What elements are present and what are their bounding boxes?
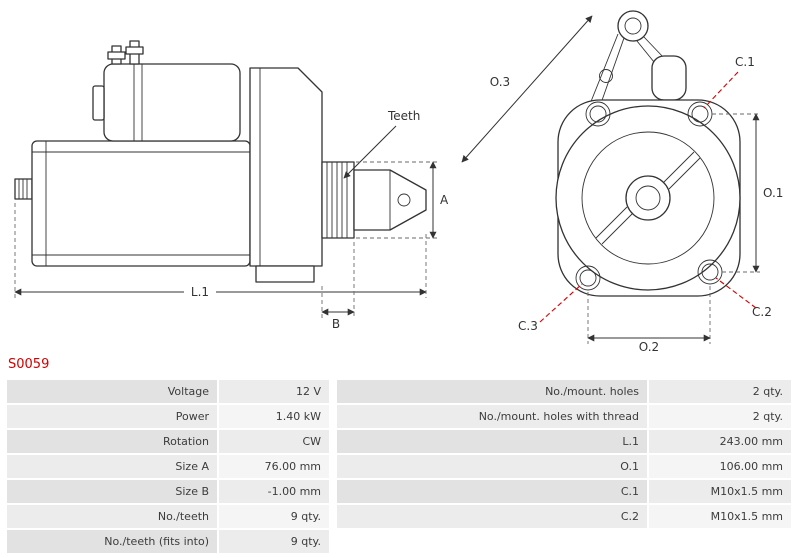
spec-label: Rotation — [7, 430, 217, 453]
dim-label-c1: C.1 — [735, 55, 755, 69]
spec-label: C.1 — [337, 480, 647, 503]
table-row: No./teeth (fits into) 9 qty. — [7, 530, 329, 553]
front-view-dimensions: O.3 C.1 O.1 C.2 C.3 O.2 — [461, 15, 783, 352]
teeth-label: Teeth — [387, 109, 420, 123]
spec-value: M10x1.5 mm — [649, 480, 791, 503]
dim-label-c3: C.3 — [518, 319, 538, 333]
spec-label: Size B — [7, 480, 217, 503]
spec-value: 2 qty. — [649, 405, 791, 428]
spec-value: 9 qty. — [219, 530, 329, 553]
leader-c2 — [715, 277, 757, 309]
spec-label: No./mount. holes — [337, 380, 647, 403]
table-row: Rotation CW — [7, 430, 329, 453]
spec-value: M10x1.5 mm — [649, 505, 791, 528]
solenoid-terminals — [107, 40, 144, 65]
dim-line-o3 — [461, 15, 593, 163]
spec-value: 9 qty. — [219, 505, 329, 528]
spec-tables: Voltage 12 V Power 1.40 kW Rotation CW S… — [0, 378, 800, 555]
spec-value: 243.00 mm — [649, 430, 791, 453]
drive-housing — [249, 67, 323, 267]
center-boss — [625, 175, 671, 221]
teeth-leader-line — [343, 125, 397, 179]
table-row: L.1 243.00 mm — [337, 430, 791, 453]
dim-label-l1: L.1 — [191, 285, 209, 299]
table-row: Voltage 12 V — [7, 380, 329, 403]
table-row: O.1 106.00 mm — [337, 455, 791, 478]
part-number: S0059 — [8, 357, 50, 372]
spec-table-left: Voltage 12 V Power 1.40 kW Rotation CW S… — [5, 378, 331, 555]
spec-label: O.1 — [337, 455, 647, 478]
table-row: C.2 M10x1.5 mm — [337, 505, 791, 528]
spec-value: 12 V — [219, 380, 329, 403]
spec-label: No./mount. holes with thread — [337, 405, 647, 428]
spec-value: CW — [219, 430, 329, 453]
dim-label-o2: O.2 — [639, 340, 659, 352]
spec-label: Size A — [7, 455, 217, 478]
spec-value: 76.00 mm — [219, 455, 329, 478]
spec-label: L.1 — [337, 430, 647, 453]
spec-label: No./teeth — [7, 505, 217, 528]
rear-shaft — [14, 178, 33, 200]
starter-side-view — [14, 40, 427, 283]
top-mount-bracket — [589, 10, 687, 107]
spec-value: 106.00 mm — [649, 455, 791, 478]
table-row: No./mount. holes 2 qty. — [337, 380, 791, 403]
motor-body — [31, 140, 251, 267]
technical-drawing: Teeth A L.1 B — [14, 10, 783, 352]
dim-label-c2: C.2 — [752, 305, 772, 319]
dim-label-o1: O.1 — [763, 186, 783, 200]
leader-c1 — [703, 71, 739, 109]
side-tab — [651, 55, 687, 101]
leader-c3 — [539, 283, 583, 323]
side-view-dimensions: Teeth A L.1 B — [14, 109, 449, 331]
spec-value: -1.00 mm — [219, 480, 329, 503]
dim-label-a: A — [440, 193, 449, 207]
spec-label: C.2 — [337, 505, 647, 528]
spec-label: No./teeth (fits into) — [7, 530, 217, 553]
table-row: No./teeth 9 qty. — [7, 505, 329, 528]
spec-label: Voltage — [7, 380, 217, 403]
solenoid — [103, 63, 241, 142]
spec-value: 1.40 kW — [219, 405, 329, 428]
table-row: Power 1.40 kW — [7, 405, 329, 428]
table-row: C.1 M10x1.5 mm — [337, 480, 791, 503]
table-row: No./mount. holes with thread 2 qty. — [337, 405, 791, 428]
spec-label: Power — [7, 405, 217, 428]
starter-front-view — [555, 10, 741, 297]
housing-foot — [255, 265, 315, 283]
table-row: Size A 76.00 mm — [7, 455, 329, 478]
dim-label-b: B — [332, 317, 340, 331]
spec-table-right: No./mount. holes 2 qty. No./mount. holes… — [335, 378, 793, 530]
table-row: Size B -1.00 mm — [7, 480, 329, 503]
spec-value: 2 qty. — [649, 380, 791, 403]
dim-label-o3: O.3 — [490, 75, 510, 89]
